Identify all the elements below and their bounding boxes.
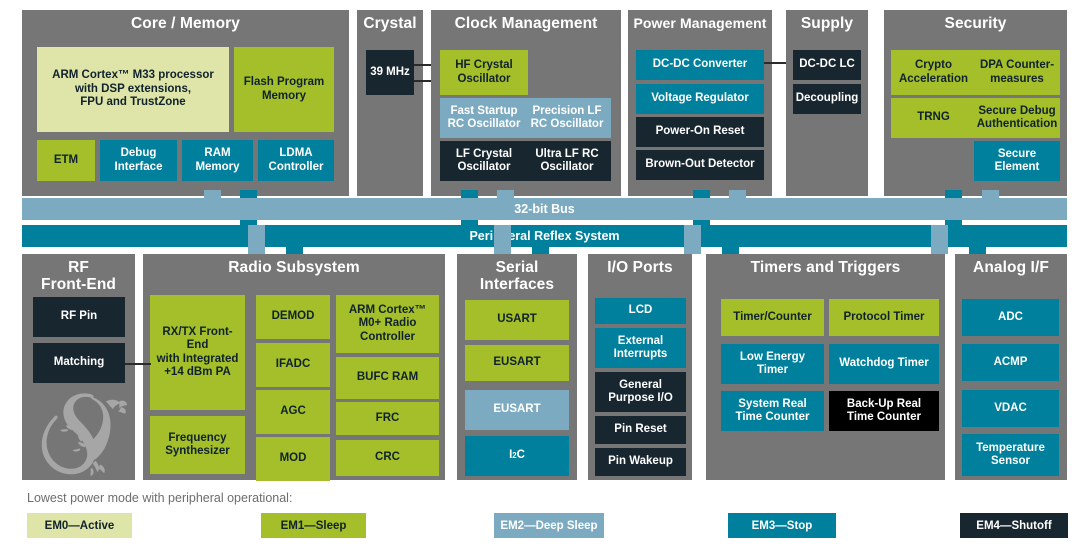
block-demod[interactable]: DEMOD <box>256 295 330 339</box>
block-ifadc[interactable]: IFADC <box>256 343 330 387</box>
wire-crystal-hfxo-lower <box>414 80 441 82</box>
block-ram-memory[interactable]: RAM Memory <box>182 140 253 181</box>
block-frequency-synthesizer[interactable]: Frequency Synthesizer <box>150 416 245 474</box>
legend-item-em2: EM2—Deep Sleep <box>494 513 604 538</box>
block-dc-dc-lc[interactable]: DC-DC LC <box>793 50 861 80</box>
block-matching[interactable]: Matching <box>33 343 125 383</box>
bus-stub-light-bottom-2 <box>494 225 511 254</box>
block-external-interrupts[interactable]: External Interrupts <box>595 328 686 368</box>
legend-label-em3: EM3—Stop <box>751 519 813 532</box>
block-usart[interactable]: USART <box>465 300 569 340</box>
block-general-purpose-io[interactable]: General Purpose I/O <box>595 372 686 412</box>
bus-prs-label: Peripheral Reflex System <box>469 229 620 243</box>
block-etm[interactable]: ETM <box>37 140 95 181</box>
panel-title-core-memory: Core / Memory <box>131 15 240 32</box>
block-low-energy-timer[interactable]: Low Energy Timer <box>721 344 824 384</box>
block-pin-reset[interactable]: Pin Reset <box>595 416 686 444</box>
block-fast-startup-rc-oscillator[interactable]: Fast Startup RC Oscillator <box>440 98 528 138</box>
block-crc[interactable]: CRC <box>336 440 439 476</box>
wire-crystal-hfxo-upper <box>414 64 441 66</box>
block-adc[interactable]: ADC <box>962 299 1059 336</box>
block-crypto-acceleration[interactable]: Crypto Acceleration <box>891 50 976 95</box>
legend-item-em3: EM3—Stop <box>728 513 836 538</box>
panel-title-security: Security <box>944 15 1007 32</box>
block-rx-tx-front-end[interactable]: RX/TX Front-End with Integrated +14 dBm … <box>150 295 245 410</box>
panel-title-power-management: Power Management <box>633 15 767 31</box>
panel-title-radio-subsystem: Radio Subsystem <box>228 259 360 276</box>
block-frc[interactable]: FRC <box>336 402 439 435</box>
panel-title-rf-front-end: RF Front-End <box>41 259 116 293</box>
wire-dcdc-converter-to-lc <box>764 62 791 64</box>
panel-crystal: Crystal <box>357 10 423 196</box>
block-mod[interactable]: MOD <box>256 437 330 481</box>
panel-title-io-ports: I/O Ports <box>607 259 673 276</box>
block-precision-lf-rc-oscillator[interactable]: Precision LF RC Oscillator <box>523 98 611 138</box>
block-lcd[interactable]: LCD <box>595 298 686 324</box>
panel-title-serial-interfaces: Serial Interfaces <box>479 259 555 293</box>
block-eusart-em1[interactable]: EUSART <box>465 345 569 381</box>
wire-matching-to-rxtx <box>125 363 151 365</box>
block-trng[interactable]: TRNG <box>891 98 976 138</box>
legend-item-em1: EM1—Sleep <box>261 513 366 538</box>
block-secure-debug-authentication[interactable]: Secure Debug Authentication <box>974 98 1060 138</box>
bus-peripheral-reflex-system: Peripheral Reflex System <box>22 225 1067 247</box>
block-debug-interface[interactable]: Debug Interface <box>100 140 177 181</box>
panel-title-timers-and-triggers: Timers and Triggers <box>750 259 901 276</box>
block-flash-program-memory[interactable]: Flash Program Memory <box>234 47 334 132</box>
block-secure-element[interactable]: Secure Element <box>974 141 1060 181</box>
block-system-real-time-counter[interactable]: System Real Time Counter <box>721 391 824 431</box>
legend-label-em1: EM1—Sleep <box>280 519 347 532</box>
block-power-on-reset[interactable]: Power-On Reset <box>636 117 764 147</box>
block-rf-pin[interactable]: RF Pin <box>33 297 125 337</box>
legend-label-em2: EM2—Deep Sleep <box>500 519 598 532</box>
bus-stub-dark-bottom-1 <box>286 247 303 255</box>
block-acmp[interactable]: ACMP <box>962 344 1059 381</box>
block-agc[interactable]: AGC <box>256 390 330 434</box>
bus-stub-dark-bottom-2 <box>532 247 549 255</box>
bus-stub-dark-bottom-4 <box>969 247 986 255</box>
legend-item-em0: EM0—Active <box>27 513 132 538</box>
bus-32bit-label: 32-bit Bus <box>514 202 575 216</box>
panel-title-supply: Supply <box>800 15 854 32</box>
block-eusart-em2[interactable]: EUSART <box>465 390 569 430</box>
bus-stub-light-bottom-3 <box>684 225 701 254</box>
block-timer-counter[interactable]: Timer/Counter <box>721 299 824 336</box>
block-protocol-timer[interactable]: Protocol Timer <box>829 299 939 336</box>
block-brown-out-detector[interactable]: Brown-Out Detector <box>636 150 764 180</box>
block-vdac[interactable]: VDAC <box>962 390 1059 427</box>
block-decoupling[interactable]: Decoupling <box>793 84 861 114</box>
block-bufc-ram[interactable]: BUFC RAM <box>336 357 439 399</box>
block-ultra-lf-rc-oscillator[interactable]: Ultra LF RC Oscillator <box>523 141 611 181</box>
legend-caption: Lowest power mode with peripheral operat… <box>27 491 293 505</box>
block-ldma-controller[interactable]: LDMA Controller <box>258 140 334 181</box>
block-voltage-regulator[interactable]: Voltage Regulator <box>636 84 764 114</box>
bus-stub-light-bottom-4 <box>931 225 948 254</box>
bus-32bit: 32-bit Bus <box>22 198 1067 220</box>
block-39mhz-crystal[interactable]: 39 MHz <box>366 50 414 95</box>
bus-stub-dark-bottom-3 <box>722 247 739 255</box>
block-arm-cortex-m33[interactable]: ARM Cortex™ M33 processor with DSP exten… <box>37 47 229 132</box>
panel-title-clock-management: Clock Management <box>454 15 598 32</box>
block-backup-real-time-counter[interactable]: Back-Up Real Time Counter <box>829 391 939 431</box>
block-watchdog-timer[interactable]: Watchdog Timer <box>829 344 939 384</box>
panel-title-crystal: Crystal <box>363 15 417 32</box>
gecko-logo-icon <box>35 388 131 476</box>
panel-title-analog-if: Analog I/F <box>973 259 1049 276</box>
block-lf-crystal-oscillator[interactable]: LF Crystal Oscillator <box>440 141 528 181</box>
legend-label-em4: EM4—Shutoff <box>976 519 1052 532</box>
block-dpa-countermeasures[interactable]: DPA Counter- measures <box>974 50 1060 95</box>
block-hf-crystal-oscillator[interactable]: HF Crystal Oscillator <box>440 50 528 95</box>
legend-label-em0: EM0—Active <box>44 519 115 532</box>
block-arm-cortex-m0-radio-controller[interactable]: ARM Cortex™ M0+ Radio Controller <box>336 295 439 353</box>
legend-item-em4: EM4—Shutoff <box>960 513 1068 538</box>
bus-stub-light-bottom-1 <box>248 225 265 254</box>
block-temperature-sensor[interactable]: Temperature Sensor <box>962 434 1059 476</box>
block-pin-wakeup[interactable]: Pin Wakeup <box>595 448 686 476</box>
block-dc-dc-converter[interactable]: DC-DC Converter <box>636 50 764 80</box>
